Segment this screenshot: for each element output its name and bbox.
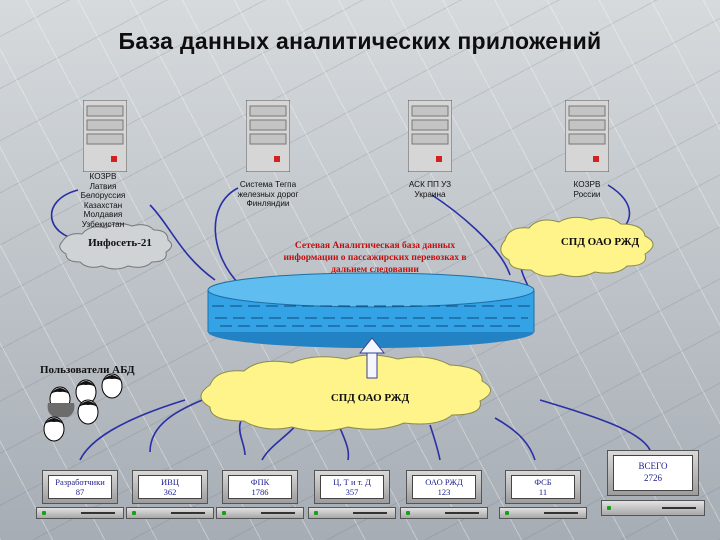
cloud-label-spd-bottom: СПД ОАО РЖД [330,392,410,404]
computer-base [601,500,705,516]
cloud-infoset [59,222,172,270]
connector-s3 [431,194,511,276]
server-s1 [82,99,128,173]
database-cylinder [207,272,535,348]
computer-base [400,507,488,519]
cloud-spd-top [500,216,654,278]
users-group [43,373,123,442]
connector-s1-db [149,204,216,281]
server-icon [82,99,128,173]
computer-base [126,507,214,519]
cloud-label-infoset: Инфосеть-21 [88,237,152,249]
connector-s2 [214,187,241,286]
computer-base [308,507,396,519]
computer-base [216,507,304,519]
server-s3 [407,99,453,173]
server-icon [564,99,610,173]
database-label: Сетевая Аналитическая база данных информ… [283,241,467,275]
cloud-spd-bottom [200,354,491,432]
server-icon [407,99,453,173]
up-arrow [358,337,386,379]
computer-base [36,507,124,519]
server-s4 [564,99,610,173]
cloud-label-spd-top: СПД ОАО РЖД [560,236,640,248]
users-label: Пользователи АБД [40,364,135,376]
computer-base [499,507,587,519]
page-title: База данных аналитических приложений [118,28,602,54]
server-s2 [245,99,291,173]
server-icon [245,99,291,173]
